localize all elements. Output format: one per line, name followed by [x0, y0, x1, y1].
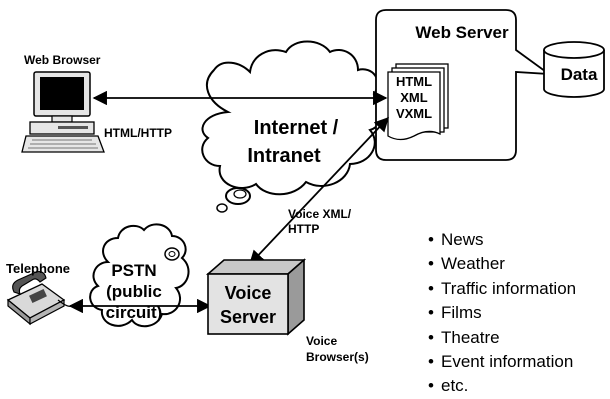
http-link-label: HTML/HTTP [104, 126, 172, 140]
services-list-item: Event information [428, 350, 576, 374]
document-label-xml: XML [400, 90, 428, 105]
voice-xml-label-line2: HTTP [288, 222, 319, 236]
data-label: Data [561, 65, 598, 84]
voice-xml-label-line1: Voice XML/ [288, 207, 352, 221]
web-browser-label: Web Browser [24, 53, 101, 67]
pstn-label-line2: (public [106, 282, 162, 301]
web-server: Web Server HTML XML VXML [375, 9, 553, 161]
database-icon: Data [543, 41, 605, 98]
services-list-item: Theatre [428, 326, 576, 350]
voiceserver-to-webserver-arrow [249, 116, 389, 266]
services-list-item: News [428, 228, 576, 252]
document-icon [387, 71, 441, 141]
document-label-vxml: VXML [396, 106, 432, 121]
pstn-cloud: PSTN (public circuit) [89, 223, 190, 328]
internet-cloud-label-line1: Internet / [254, 117, 339, 139]
services-list-item: Weather [428, 252, 576, 276]
architecture-diagram: Internet / Intranet Web Server HTML XML … [6, 9, 605, 364]
services-list-item: Traffic information [428, 277, 576, 301]
telephone-icon [6, 271, 73, 326]
voice-server-label-line1: Voice [225, 283, 272, 303]
pstn-label-line1: PSTN [111, 261, 156, 280]
services-list: News Weather Traffic information Films T… [428, 228, 576, 399]
voice-server-label-line2: Server [220, 307, 276, 327]
voice-browsers-label-line2: Browser(s) [306, 350, 369, 364]
services-list-item: Films [428, 301, 576, 325]
telephone-label: Telephone [6, 261, 70, 276]
voice-browsers-label-line1: Voice [306, 334, 337, 348]
document-label-html: HTML [396, 74, 432, 89]
web-server-title: Web Server [415, 23, 509, 42]
internet-cloud: Internet / Intranet [201, 40, 384, 213]
services-list-item: etc. [428, 374, 576, 398]
desktop-computer-icon [21, 71, 105, 153]
voice-server-box: Voice Server [205, 258, 307, 336]
internet-cloud-label-line2: Intranet [247, 145, 321, 167]
